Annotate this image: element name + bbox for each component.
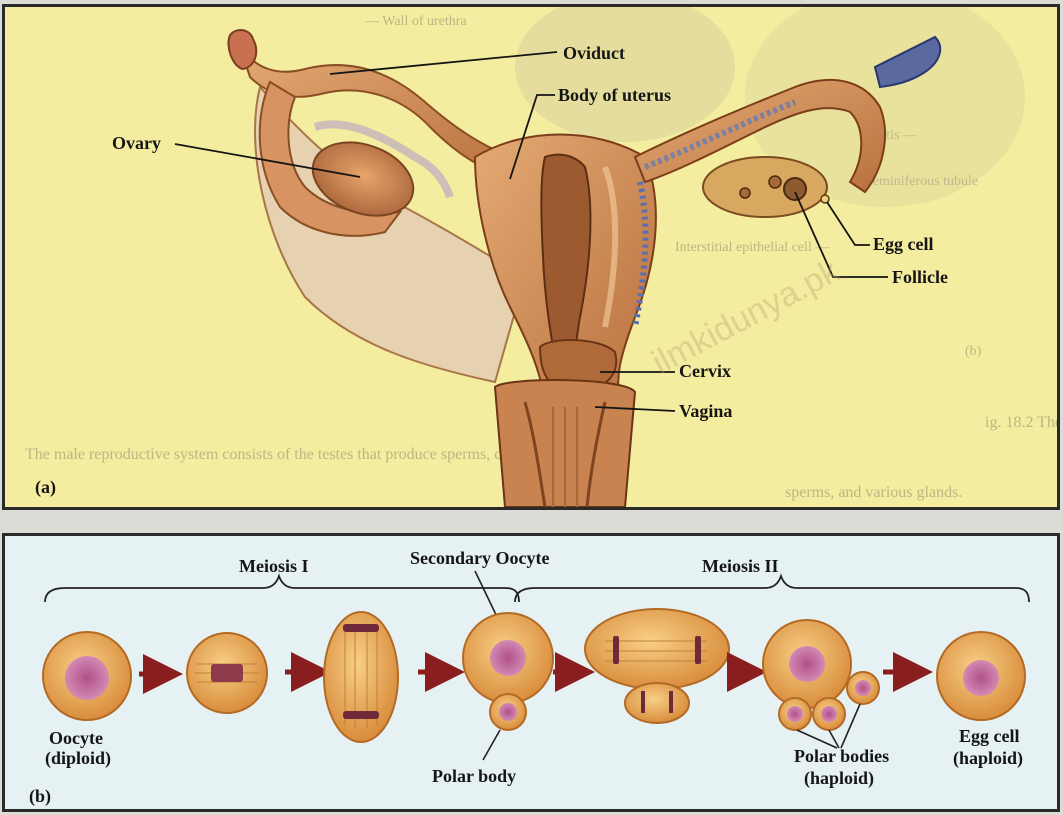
label-meiosis-2: Meiosis II xyxy=(702,556,779,576)
cell-oocyte xyxy=(43,632,131,720)
left-fimbriae xyxy=(228,30,256,69)
label-oocyte-diploid: (diploid) xyxy=(45,748,111,769)
cell-anaphase-1 xyxy=(324,612,398,742)
label-ovary: Ovary xyxy=(112,133,161,153)
label-body-of-uterus: Body of uterus xyxy=(558,85,671,105)
label-meiosis-1: Meiosis I xyxy=(239,556,309,576)
label-follicle: Follicle xyxy=(892,267,948,287)
panel-a-reproductive-system: — Wall of urethra Testis — Seminiferous … xyxy=(2,4,1060,510)
cell-metaphase-2 xyxy=(585,609,729,723)
follicle xyxy=(784,178,806,200)
cell-secondary-oocyte xyxy=(463,613,553,730)
right-ovary xyxy=(703,157,827,217)
svg-text:(b): (b) xyxy=(965,344,982,359)
stage-braces xyxy=(45,576,1029,602)
svg-text:ig. 18.2 The human male reprod: ig. 18.2 The human male reproductive sys… xyxy=(985,414,1057,431)
label-egg-cell: Egg cell xyxy=(873,234,934,254)
label-oviduct: Oviduct xyxy=(563,43,625,63)
panel-a-tag: (a) xyxy=(35,477,56,498)
watermark: ilmkidunya.pk xyxy=(646,251,847,382)
panel-b-tag: (b) xyxy=(29,786,51,807)
cell-metaphase-1 xyxy=(187,633,267,713)
label-secondary-oocyte: Secondary Oocyte xyxy=(410,548,549,568)
meiosis-diagram: Meiosis I Meiosis II Secondary Oocyte xyxy=(5,536,1057,809)
svg-text:— Wall of urethra: — Wall of urethra xyxy=(364,14,467,29)
uterus-illustration: — Wall of urethra Testis — Seminiferous … xyxy=(5,7,1057,507)
label-egg-cell-b: Egg cell xyxy=(959,726,1020,746)
label-egg-cell-haploid: (haploid) xyxy=(953,748,1023,769)
label-polar-bodies: Polar bodies xyxy=(794,746,889,766)
svg-text:Interstitial epithelial cell —: Interstitial epithelial cell — xyxy=(675,240,830,255)
panel-b-oogenesis: Meiosis I Meiosis II Secondary Oocyte xyxy=(2,533,1060,812)
label-oocyte: Oocyte xyxy=(49,728,103,748)
cell-egg xyxy=(937,632,1025,720)
label-polar-body: Polar body xyxy=(432,766,516,786)
cell-ootid xyxy=(763,620,879,730)
label-vagina: Vagina xyxy=(679,401,732,421)
svg-text:sperms, and various glands.: sperms, and various glands. xyxy=(785,484,962,501)
label-polar-bodies-haploid: (haploid) xyxy=(804,768,874,789)
